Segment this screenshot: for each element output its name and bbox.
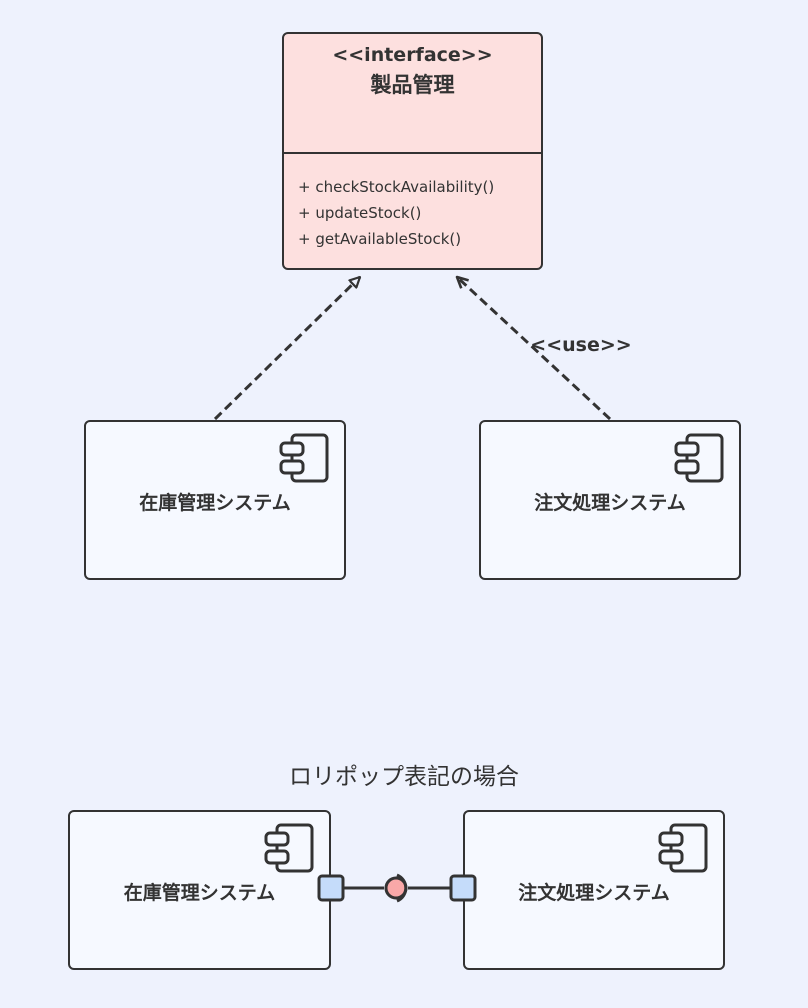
interface-stereotype: <<interface>> xyxy=(332,44,493,66)
component-name: 在庫管理システム xyxy=(123,882,276,904)
lollipop-section-title: ロリポップ表記の場合 xyxy=(289,764,519,790)
component-inventory[interactable]: 在庫管理システム xyxy=(84,420,346,580)
lollipop-component-order[interactable]: 注文処理システム xyxy=(463,810,725,970)
component-name: 在庫管理システム xyxy=(139,492,291,514)
use-dependency-arrow xyxy=(457,277,612,421)
component-order[interactable]: 注文処理システム xyxy=(479,420,741,580)
interface-box[interactable]: <<interface>> 製品管理 + checkStockAvailabil… xyxy=(282,32,543,270)
interface-operations: + checkStockAvailability() + updateStock… xyxy=(284,154,541,252)
interface-header: <<interface>> 製品管理 xyxy=(284,34,541,154)
component-name: 注文処理システム xyxy=(534,492,686,514)
interface-name: 製品管理 xyxy=(370,73,455,97)
operation: + checkStockAvailability() xyxy=(298,178,495,196)
component-name: 注文処理システム xyxy=(518,882,670,904)
operation: + getAvailableStock() xyxy=(298,230,462,248)
use-stereotype-label: <<use>> xyxy=(530,334,632,356)
component-icon xyxy=(279,433,329,483)
realization-arrow xyxy=(213,277,360,421)
component-icon xyxy=(658,823,708,873)
component-icon xyxy=(264,823,314,873)
lollipop-component-inventory[interactable]: 在庫管理システム xyxy=(68,810,331,970)
required-interface-socket xyxy=(396,873,408,903)
operation: + updateStock() xyxy=(298,204,422,222)
component-icon xyxy=(674,433,724,483)
